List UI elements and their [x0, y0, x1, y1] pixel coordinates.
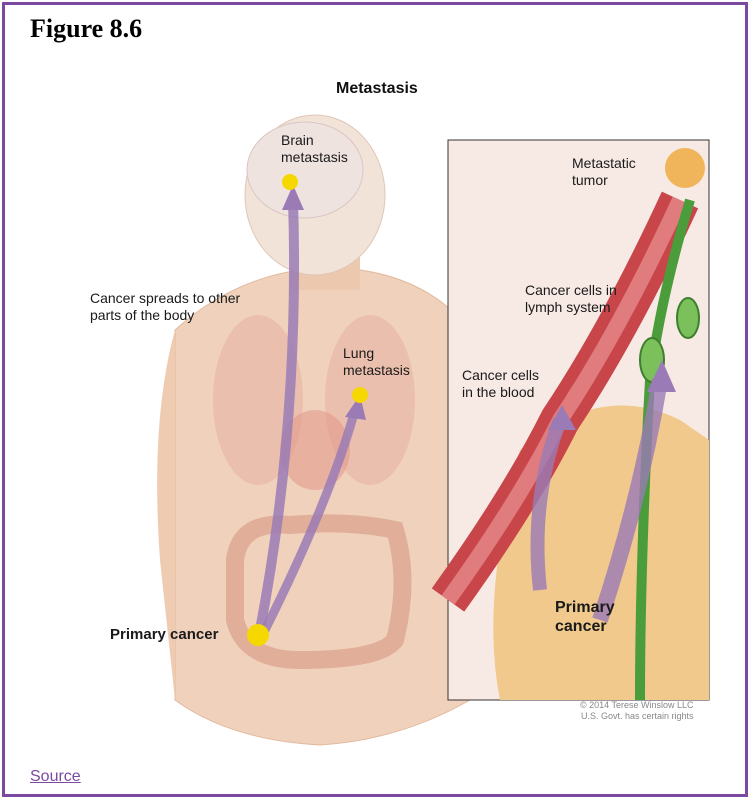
- label-brain-metastasis: Brain metastasis: [281, 132, 348, 166]
- human-body: [157, 115, 470, 745]
- label-metastatic-tumor: Metastatic tumor: [572, 155, 636, 189]
- label-primary-cancer-right: Primary cancer: [555, 598, 615, 636]
- label-primary-cancer-left: Primary cancer: [110, 626, 218, 643]
- label-lung-metastasis: Lung metastasis: [343, 345, 410, 379]
- diagram-title: Metastasis: [336, 80, 418, 98]
- label-blood: Cancer cells in the blood: [462, 367, 539, 401]
- source-link[interactable]: Source: [30, 768, 81, 786]
- label-cancer-spreads: Cancer spreads to other parts of the bod…: [90, 290, 240, 324]
- label-lymph-system: Cancer cells in lymph system: [525, 282, 617, 316]
- copyright-notice: © 2014 Terese Winslow LLC U.S. Govt. has…: [580, 700, 694, 722]
